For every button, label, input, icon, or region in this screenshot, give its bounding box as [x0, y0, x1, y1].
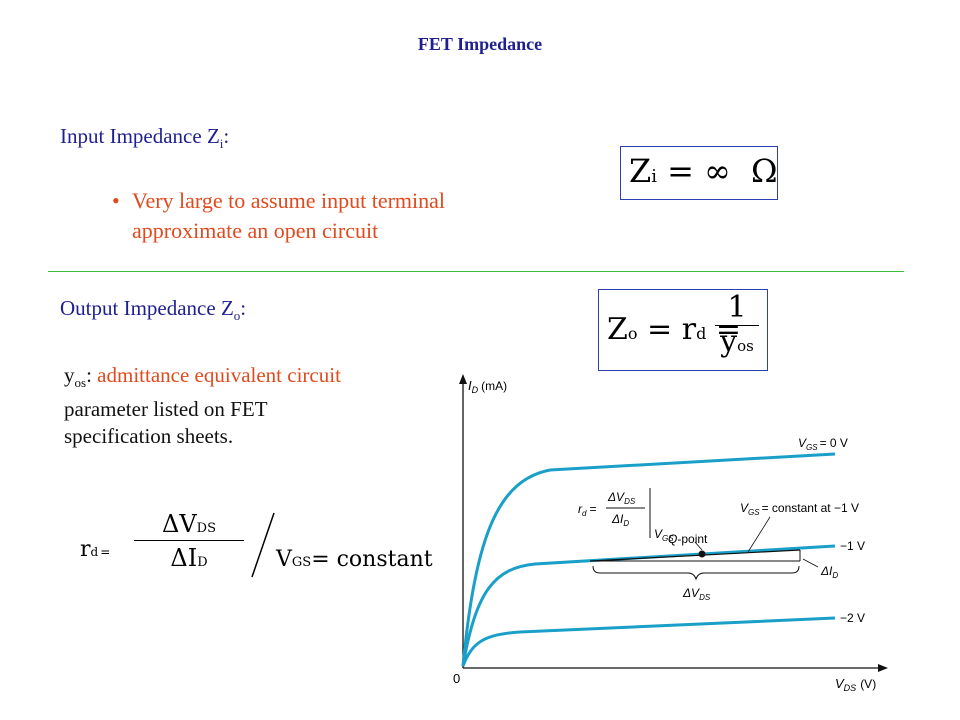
rd-graph-condition: VGS	[654, 527, 674, 543]
rd-graph-annotation: rd= ΔVDS ΔID VGS	[578, 488, 674, 543]
zo-fraction: 1 yos	[713, 290, 761, 359]
rd-numerator: ΔVDS	[134, 510, 244, 538]
section-divider	[48, 271, 904, 272]
x-axis-arrow	[878, 664, 888, 672]
rd-cond-sub: GS	[291, 555, 312, 570]
zo-equals-1: =	[647, 312, 673, 347]
rd-num-v: V	[179, 510, 197, 538]
rd-lhs-symbol: r	[80, 537, 91, 562]
q-point-leader	[694, 541, 703, 551]
curve-vgs-minus-2	[461, 616, 836, 667]
vgs-constant-leader	[747, 516, 771, 553]
y-axis-label: ID(mA)	[468, 378, 507, 395]
page-title: FET Impedance	[417, 34, 543, 54]
drain-characteristics-graph: ID(mA) 0 VDS(V) VGS= 0 V −1 V −2 V ΔVDS …	[453, 374, 888, 693]
ohm-symbol: Ω	[750, 152, 778, 190]
rd-num-sub: DS	[196, 521, 217, 536]
zi-symbol: Z	[629, 152, 652, 190]
label-vgs-0: VGS= 0 V	[798, 436, 848, 452]
zo-sub: o	[627, 324, 638, 343]
bullet-text: Very large to assume input terminal appr…	[132, 186, 552, 246]
delta-vds-brace	[592, 565, 800, 581]
input-heading-colon: :	[223, 124, 230, 148]
zi-equals: =	[667, 152, 694, 190]
bullet-dot: •	[112, 188, 120, 213]
output-heading-text: Output Impedance Z	[60, 296, 234, 320]
x-axis-label: VDS(V)	[835, 676, 876, 693]
rd-fraction-bar	[134, 540, 244, 541]
rd-formula: rd= ΔVDS ΔID VGS= constant	[80, 507, 433, 587]
rd-den-sub: D	[197, 555, 208, 570]
zo-equals-2: =	[715, 312, 742, 347]
bullet-line-2: approximate an open circuit	[132, 218, 379, 243]
zo-numerator: 1	[727, 290, 747, 325]
zo-formula-box: Zo = rd = 1 yos	[598, 289, 768, 371]
input-impedance-heading: Input Impedance Zi:	[60, 124, 229, 152]
yos-description: yos: admittance equivalent circuit param…	[64, 362, 444, 450]
output-heading-sub: o	[233, 308, 241, 324]
yos-line-3: specification sheets.	[64, 424, 234, 449]
rd-lhs: rd=	[80, 537, 110, 562]
yos-line-2: parameter listed on FET	[64, 397, 268, 422]
rd-cond-v: V	[276, 547, 292, 572]
zi-formula: Zi = ∞ Ω	[629, 152, 778, 190]
rd-fraction: ΔVDS ΔID	[134, 510, 244, 572]
rd-condition: VGS= constant	[276, 547, 433, 572]
yos-line-1: yos: admittance equivalent circuit	[64, 362, 444, 396]
rd-condition-slash	[251, 512, 275, 578]
rd-sub: d	[696, 324, 707, 343]
zo-fraction-bar	[715, 325, 759, 326]
delta-id-label: ΔID	[820, 564, 838, 580]
output-heading-colon: :	[240, 296, 247, 320]
input-heading-sub: i	[219, 136, 224, 152]
zo-denominator: yos	[713, 324, 761, 359]
origin-label: 0	[453, 671, 460, 686]
q-point-label: Q-point	[668, 532, 708, 546]
delta-id-leader	[802, 558, 819, 568]
curve-vgs-0	[461, 452, 836, 667]
vgs-constant-label: VGS= constant at −1 V	[740, 501, 859, 517]
infinity-symbol: ∞	[704, 152, 731, 190]
rd-graph-lhs: rd=	[578, 502, 596, 518]
label-vgs-minus-1: −1 V	[840, 539, 865, 553]
input-heading-text: Input Impedance Z	[60, 124, 220, 148]
yos-label: y	[64, 363, 75, 387]
delta-vds-label: ΔVDS	[682, 586, 711, 602]
y-axis-arrow	[459, 374, 467, 384]
output-impedance-heading: Output Impedance Zo:	[60, 296, 246, 324]
rd-graph-den: ΔID	[611, 512, 629, 528]
yos-line-1-text: admittance equivalent circuit	[91, 363, 341, 387]
yos-sub-formula: os	[737, 337, 754, 355]
rd-denominator: ΔID	[134, 544, 244, 572]
label-vgs-minus-2: −2 V	[840, 611, 865, 625]
yos-label-sub: os	[74, 375, 87, 391]
rd-equals: =	[100, 545, 111, 559]
zo-symbol: Z	[607, 312, 628, 347]
rd-den-i: I	[187, 544, 198, 572]
zi-sub: i	[651, 166, 657, 187]
tangent-line	[589, 549, 801, 562]
rd-graph-num: ΔVDS	[607, 490, 636, 506]
zi-formula-box: Zi = ∞ Ω	[620, 146, 778, 200]
yos-colon: :	[86, 363, 92, 387]
rd-num-delta: Δ	[161, 510, 180, 538]
curve-vgs-minus-1	[461, 544, 836, 667]
yos-symbol: y	[720, 324, 738, 359]
rd-lhs-sub: d	[90, 545, 99, 559]
rd-den-delta: Δ	[170, 544, 188, 572]
zo-formula-left: Zo = rd =	[607, 312, 741, 347]
bullet-line-1: Very large to assume input terminal	[132, 188, 446, 213]
rd-cond-tail: = constant	[311, 547, 433, 572]
q-point-marker	[698, 550, 706, 558]
rd-symbol: r	[681, 312, 697, 347]
